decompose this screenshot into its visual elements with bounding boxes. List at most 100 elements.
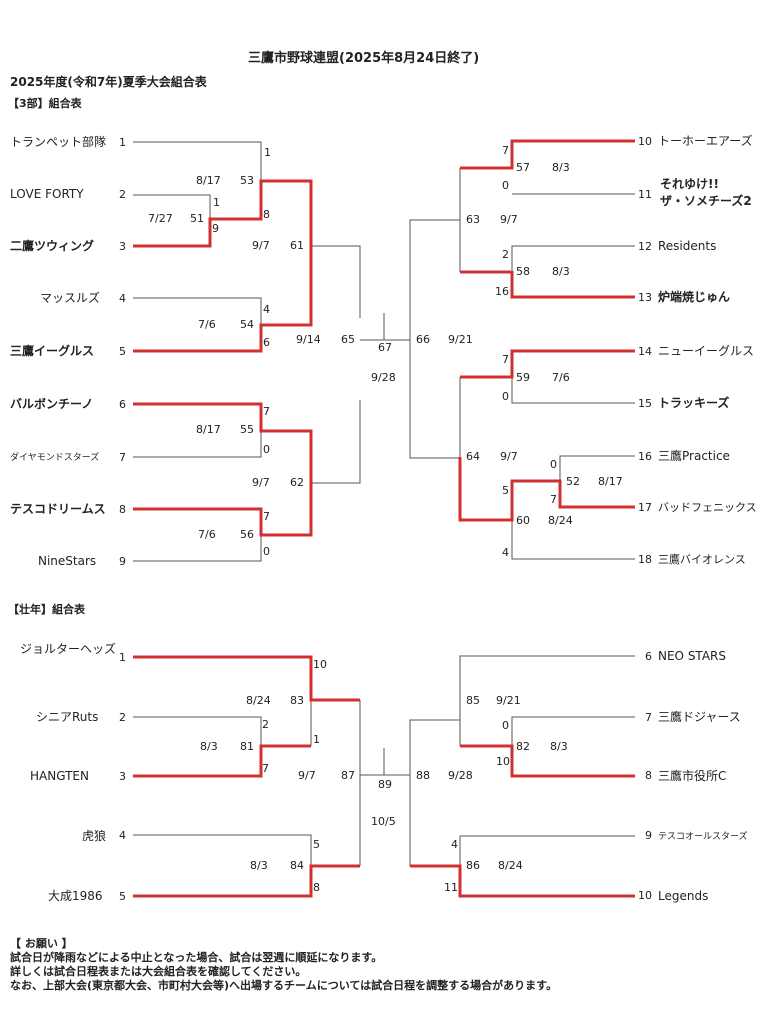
game-number: 81: [240, 740, 254, 753]
game-date: 8/3: [550, 740, 568, 753]
notes-heading: 【 お願い 】: [10, 937, 73, 950]
score: 1: [213, 196, 220, 209]
game-date: 9/28: [371, 371, 396, 384]
team-name: 三鷹ドジャース: [658, 710, 741, 724]
seed-number: 3: [119, 770, 126, 783]
score: 0: [263, 545, 270, 558]
score: 16: [495, 285, 509, 298]
team-name: 三鷹市役所C: [658, 769, 727, 783]
team-name: LOVE FORTY: [10, 187, 84, 201]
game-date: 7/6: [552, 371, 570, 384]
seed-number: 6: [119, 398, 126, 411]
line-l-team1: [133, 141, 262, 181]
score: 11: [444, 881, 458, 894]
line-r-team18: [511, 520, 635, 560]
score: 5: [502, 484, 509, 497]
seed-number: 4: [119, 292, 126, 305]
team-name: バルボンチーノ: [10, 397, 94, 411]
notes-line: 試合日が降雨などによる中止となった場合、試合は翌週に順延になります。: [10, 951, 383, 964]
team-name: 三鷹イーグルス: [10, 344, 95, 358]
game-date: 9/14: [296, 333, 321, 346]
seed-number: 16: [638, 450, 652, 463]
team-name: HANGTEN: [30, 769, 89, 783]
seed-number: 4: [119, 829, 126, 842]
score: 2: [502, 248, 509, 261]
score: 8: [313, 881, 320, 894]
game-date: 7/6: [198, 318, 216, 331]
game-number: 60: [516, 514, 530, 527]
team-name: トランペット部隊: [10, 135, 107, 149]
team-name: 虎狼: [82, 829, 107, 843]
team-name: 大成1986: [48, 889, 103, 903]
game-date: 8/3: [200, 740, 218, 753]
line-r-team16: [559, 455, 635, 481]
line-l-sf2: [311, 400, 361, 484]
score: 1: [264, 146, 271, 159]
score: 4: [451, 838, 458, 851]
win-s-team5: [133, 864, 360, 898]
seed-number: 14: [638, 345, 652, 358]
score: 7: [550, 493, 557, 506]
game-date: 9/7: [252, 239, 270, 252]
game-date: 7/27: [148, 212, 173, 225]
game-number: 82: [516, 740, 530, 753]
page-title: 三鷹市野球連盟(2025年8月24日終了): [248, 51, 480, 66]
game-date: 8/17: [196, 174, 221, 187]
win-team3: [133, 179, 313, 353]
line-l-team7: [133, 431, 262, 458]
line-s-team2: [133, 716, 262, 746]
score: 10: [313, 658, 327, 671]
seed-number: 12: [638, 240, 652, 253]
team-name: マッスルズ: [40, 291, 101, 305]
win-team17: [458, 457, 635, 522]
game-date: 9/21: [448, 333, 473, 346]
score: 7: [502, 353, 509, 366]
score: 4: [263, 303, 270, 316]
seed-number: 11: [638, 188, 652, 201]
team-name: それゆけ!!: [660, 177, 719, 191]
seed-number: 3: [119, 240, 126, 253]
win-team14: [460, 349, 635, 379]
game-number: 61: [290, 239, 304, 252]
score: 0: [263, 443, 270, 456]
game-date: 9/28: [448, 769, 473, 782]
seed-number: 9: [119, 555, 126, 568]
game-number: 88: [416, 769, 430, 782]
game-date: 9/7: [252, 476, 270, 489]
game-date: 8/3: [250, 859, 268, 872]
seed-number: 5: [119, 890, 126, 903]
score: 6: [263, 336, 270, 349]
seed-number: 1: [119, 651, 126, 664]
game-date: 8/17: [196, 423, 221, 436]
line-r-team15: [511, 378, 635, 404]
score: 0: [550, 458, 557, 471]
team-name: Residents: [658, 239, 717, 253]
seed-number: 13: [638, 291, 652, 304]
game-number: 52: [566, 475, 580, 488]
game-date: 8/24: [246, 694, 271, 707]
score: 10: [496, 755, 510, 768]
game-date: 9/7: [500, 213, 518, 226]
win-s-team3: [133, 744, 311, 778]
team-name: トラッキーズ: [658, 396, 730, 410]
line-s-team9: [459, 835, 635, 866]
score: 7: [502, 144, 509, 157]
seed-number: 5: [119, 345, 126, 358]
line-r-sf: [409, 219, 460, 459]
score: 9: [212, 222, 219, 235]
game-date: 7/6: [198, 528, 216, 541]
win-team10: [460, 139, 635, 170]
game-date: 8/24: [548, 514, 573, 527]
score: 0: [502, 390, 509, 403]
game-date: 8/3: [552, 161, 570, 174]
game-number: 51: [190, 212, 204, 225]
game-number: 85: [466, 694, 480, 707]
line-s-team4: [133, 834, 312, 866]
score: 8: [263, 208, 270, 221]
game-number: 83: [290, 694, 304, 707]
seed-number: 2: [119, 188, 126, 201]
game-number: 56: [240, 528, 254, 541]
team-name: 三鷹Practice: [658, 449, 730, 463]
